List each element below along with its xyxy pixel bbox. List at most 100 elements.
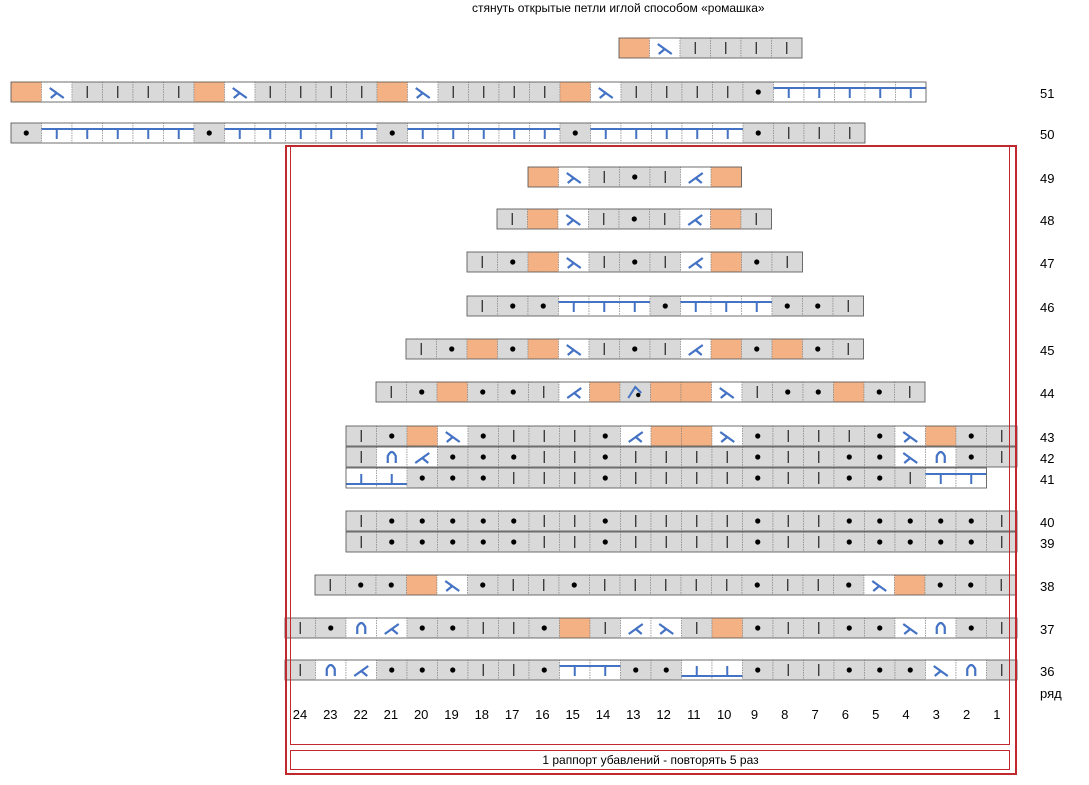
column-number: 21 xyxy=(383,707,399,722)
stitch-cell xyxy=(620,122,652,144)
row-outline xyxy=(496,208,772,230)
stitch-cell xyxy=(71,81,103,103)
stitch-cell xyxy=(376,81,408,103)
row-outline xyxy=(10,81,927,103)
row-outline xyxy=(345,425,1018,447)
column-number: 10 xyxy=(716,707,732,722)
row-number: 43 xyxy=(1040,430,1055,445)
column-number: 19 xyxy=(444,707,459,722)
row-number: 39 xyxy=(1040,536,1055,551)
column-number: 5 xyxy=(872,707,880,722)
column-number: 14 xyxy=(595,707,611,722)
column-number: 6 xyxy=(841,707,849,722)
row-outline xyxy=(405,338,864,360)
stitch-cell xyxy=(618,37,650,59)
stitch-cell xyxy=(771,37,803,59)
repeat-note-box xyxy=(290,750,1010,770)
stitch-cell xyxy=(558,338,590,360)
column-number: 11 xyxy=(687,707,701,722)
stitch-cell xyxy=(315,81,347,103)
stitch-cell xyxy=(498,122,530,144)
stitch-cell xyxy=(710,37,742,59)
stitch-cell xyxy=(740,37,772,59)
row-number: 40 xyxy=(1040,515,1055,530)
stitch-cell xyxy=(376,467,408,489)
stitch-cell xyxy=(102,81,134,103)
row-outline xyxy=(10,122,866,144)
stitch-cell xyxy=(742,81,774,103)
stitch-cell xyxy=(620,81,652,103)
stitch-cell xyxy=(193,122,225,144)
row-outline xyxy=(527,166,742,188)
row-number: 51 xyxy=(1040,86,1055,101)
row-number: 42 xyxy=(1040,451,1055,466)
stitch-cell xyxy=(558,295,590,317)
stitch-cell xyxy=(132,122,164,144)
row-word-label: ряд xyxy=(1040,686,1062,701)
stitch-cell xyxy=(10,122,42,144)
stitch-cell xyxy=(132,81,164,103)
stitch-cell xyxy=(437,122,469,144)
row-number: 49 xyxy=(1040,171,1055,186)
stitch-cell xyxy=(224,81,256,103)
stitch-cell xyxy=(254,122,286,144)
stitch-cell xyxy=(834,81,866,103)
repeat-note: 1 раппорт убавлений - повторять 5 раз xyxy=(542,753,759,767)
stitch-cell xyxy=(559,122,591,144)
column-number: 24 xyxy=(292,707,308,722)
stitch-cell xyxy=(41,122,73,144)
row-outline xyxy=(345,467,987,489)
stitch-cell xyxy=(651,81,683,103)
stitch-cell xyxy=(864,81,896,103)
stitch-cell xyxy=(681,659,713,681)
column-number: 7 xyxy=(811,707,819,722)
row-outline xyxy=(345,510,1018,532)
stitch-cell xyxy=(589,659,621,681)
row-outline xyxy=(345,531,1018,553)
repeat-frame xyxy=(285,145,1017,775)
stitch-cell xyxy=(803,81,835,103)
stitch-cell xyxy=(437,81,469,103)
column-number: 1 xyxy=(993,707,1001,722)
stitch-cell xyxy=(224,122,256,144)
stitch-cell xyxy=(346,122,378,144)
stitch-cell xyxy=(407,81,439,103)
stitch-cell xyxy=(559,81,591,103)
stitch-cell xyxy=(680,295,712,317)
row-outline xyxy=(375,381,926,403)
row-outline xyxy=(345,446,1018,468)
column-number: 8 xyxy=(781,707,789,722)
stitch-cell xyxy=(193,81,225,103)
stitch-cell xyxy=(742,659,774,681)
stitch-cell xyxy=(163,81,195,103)
stitch-cell xyxy=(376,122,408,144)
column-number: 9 xyxy=(750,707,759,722)
stitch-cell xyxy=(468,81,500,103)
stitch-cell xyxy=(407,122,439,144)
column-number: 15 xyxy=(565,707,580,722)
row-outline xyxy=(618,37,803,59)
stitch-cell xyxy=(679,37,711,59)
stitch-cell xyxy=(681,81,713,103)
row-number: 36 xyxy=(1040,664,1055,679)
column-number: 2 xyxy=(962,707,971,722)
stitch-cell xyxy=(285,81,317,103)
column-number: 23 xyxy=(323,707,338,722)
column-number: 4 xyxy=(902,707,910,722)
stitch-cell xyxy=(163,122,195,144)
stitch-cell xyxy=(651,122,683,144)
row-number: 37 xyxy=(1040,622,1055,637)
stitch-cell xyxy=(742,122,774,144)
stitch-cell xyxy=(894,446,926,468)
row-number: 48 xyxy=(1040,213,1055,228)
row-number: 45 xyxy=(1040,343,1055,358)
stitch-cell xyxy=(773,122,805,144)
column-number: 3 xyxy=(932,707,940,722)
stitch-cell xyxy=(467,381,499,403)
stitch-cell xyxy=(649,37,681,59)
repeat-frame-inner xyxy=(290,145,1010,745)
row-number: 44 xyxy=(1040,386,1055,401)
stitch-cell xyxy=(590,81,622,103)
stitch-cell xyxy=(925,467,957,489)
